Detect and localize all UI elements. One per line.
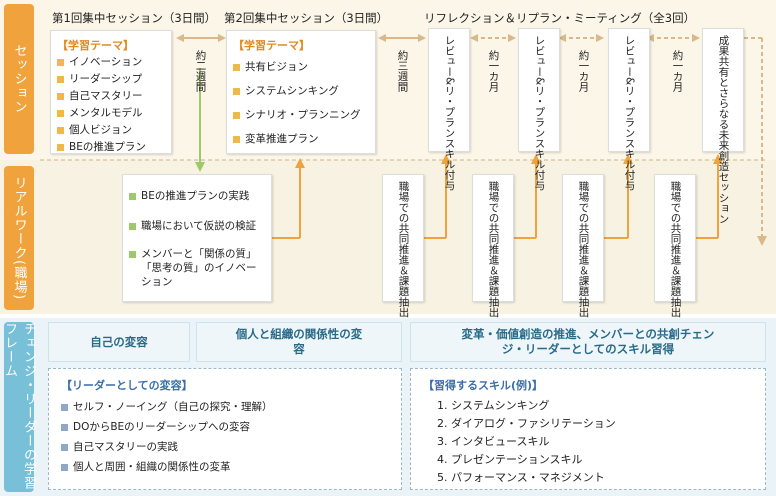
square-bullet-icon [57, 127, 64, 134]
session1-item: 個人ビジョン [57, 122, 165, 139]
skill-item: 4. プレゼンテーションスキル [437, 453, 583, 466]
session1-item: イノベーション [57, 54, 165, 71]
square-bullet-icon [57, 110, 64, 117]
leader-item: 自己マスタリーの実践 [61, 437, 389, 457]
square-bullet-icon [233, 111, 240, 119]
leader-transformation-box: 【リーダーとしての変容】 セルフ・ノーイング（自己の探究・理解） DOからBEの… [48, 368, 402, 490]
workplace-box-2: 職場での共同推進＆課題抽出 [472, 174, 514, 318]
square-bullet-icon [61, 463, 68, 471]
skill-item: 3. インタビュースキル [437, 435, 550, 448]
square-bullet-icon [129, 251, 136, 258]
skill-item: 1. システムシンキング [437, 399, 550, 412]
square-bullet-icon [57, 76, 64, 83]
session1-title: 【学習テーマ】 [57, 39, 134, 52]
session1-item: メンタルモデル [57, 105, 165, 122]
interval-one-month-3: 約一カ月 [671, 50, 684, 92]
header-reflection: リフレクション＆リプラン・ミーティング（全3回） [424, 11, 696, 25]
final-session-box: 成果共有とさらなる未来創造セッション [702, 28, 744, 224]
review-box-1: レビュー&リ・プランスキル付与 [428, 28, 470, 190]
skill-item: 2. ダイアログ・ファシリテーション [437, 417, 616, 430]
square-bullet-icon [61, 403, 68, 411]
session2-title: 【学習テーマ】 [233, 39, 310, 52]
realwork-item: BEの推進プランの実践 [129, 181, 265, 211]
square-bullet-icon [233, 63, 240, 71]
leader-item: 個人と周囲・組織の関係性の変革 [61, 457, 389, 477]
workplace-box-1: 職場での共同推進＆課題抽出 [382, 174, 424, 318]
skills-title: 【習得するスキル(例)】 [423, 379, 544, 392]
interval-one-month-2: 約一カ月 [577, 50, 590, 92]
session2-item: 共有ビジョン [233, 55, 369, 79]
frame-label-self: 自己の変容 [48, 322, 190, 362]
frame-label-relation: 個人と組織の関係性の変容 [196, 322, 402, 362]
session1-item: リーダーシップ [57, 71, 165, 88]
interval-three-weeks: 約三週間 [396, 50, 409, 92]
row-label-realwork: リアルワーク(職場) [4, 166, 34, 310]
square-bullet-icon [61, 443, 68, 451]
workplace-box-4: 職場での共同推進＆課題抽出 [654, 174, 696, 318]
row-label-session: セッション [4, 4, 34, 154]
realwork-card: BEの推進プランの実践 職場において仮説の検証 メンバーと「関係の質」「思考の質… [122, 174, 272, 302]
square-bullet-icon [129, 222, 136, 230]
leader-transformation-title: 【リーダーとしての変容】 [61, 379, 193, 392]
square-bullet-icon [57, 144, 64, 151]
square-bullet-icon [61, 423, 68, 431]
frame-label-skills: 変革・価値創造の推進、メンバーとの共創チェンジ・リーダーとしてのスキル習得 [410, 322, 766, 362]
session2-item: システムシンキング [233, 79, 369, 103]
review-box-3: レビュー&リ・プランスキル付与 [608, 28, 650, 190]
skills-box: 【習得するスキル(例)】 1. システムシンキング 2. ダイアログ・ファシリテ… [410, 368, 766, 490]
header-first-session: 第1回集中セッション（3日間） [52, 11, 217, 25]
session2-card: 【学習テーマ】 共有ビジョン システムシンキング シナリオ・プランニング 変革推… [226, 30, 376, 154]
session1-item: BEの推進プラン [57, 139, 165, 156]
square-bullet-icon [233, 135, 240, 143]
square-bullet-icon [129, 192, 136, 200]
session2-item: 変革推進プラン [233, 127, 369, 151]
interval-two-weeks: 約二週間 [194, 50, 207, 92]
header-second-session: 第2回集中セッション（3日間） [224, 11, 389, 25]
realwork-item: 職場において仮説の検証 [129, 211, 265, 241]
square-bullet-icon [233, 87, 240, 95]
realwork-item: メンバーと「関係の質」「思考の質」のイノベーション [129, 247, 265, 289]
interval-one-month-1: 約一カ月 [487, 50, 500, 92]
review-box-2: レビュー&リ・プランスキル付与 [518, 28, 560, 190]
session1-item: 自己マスタリー [57, 88, 165, 105]
session2-item: シナリオ・プランニング [233, 103, 369, 127]
leader-item: セルフ・ノーイング（自己の探究・理解） [61, 397, 389, 417]
square-bullet-icon [57, 93, 64, 100]
session1-card: 【学習テーマ】 イノベーション リーダーシップ 自己マスタリー メンタルモデル … [50, 30, 172, 154]
square-bullet-icon [57, 59, 64, 66]
workplace-box-3: 職場での共同推進＆課題抽出 [562, 174, 604, 318]
row-label-frame: チェンジ・リーダーの学習フレーム [2, 322, 36, 492]
leader-item: DOからBEのリーダーシップへの変容 [61, 417, 389, 437]
skill-item: 5. パフォーマンス・マネジメント [437, 471, 605, 484]
